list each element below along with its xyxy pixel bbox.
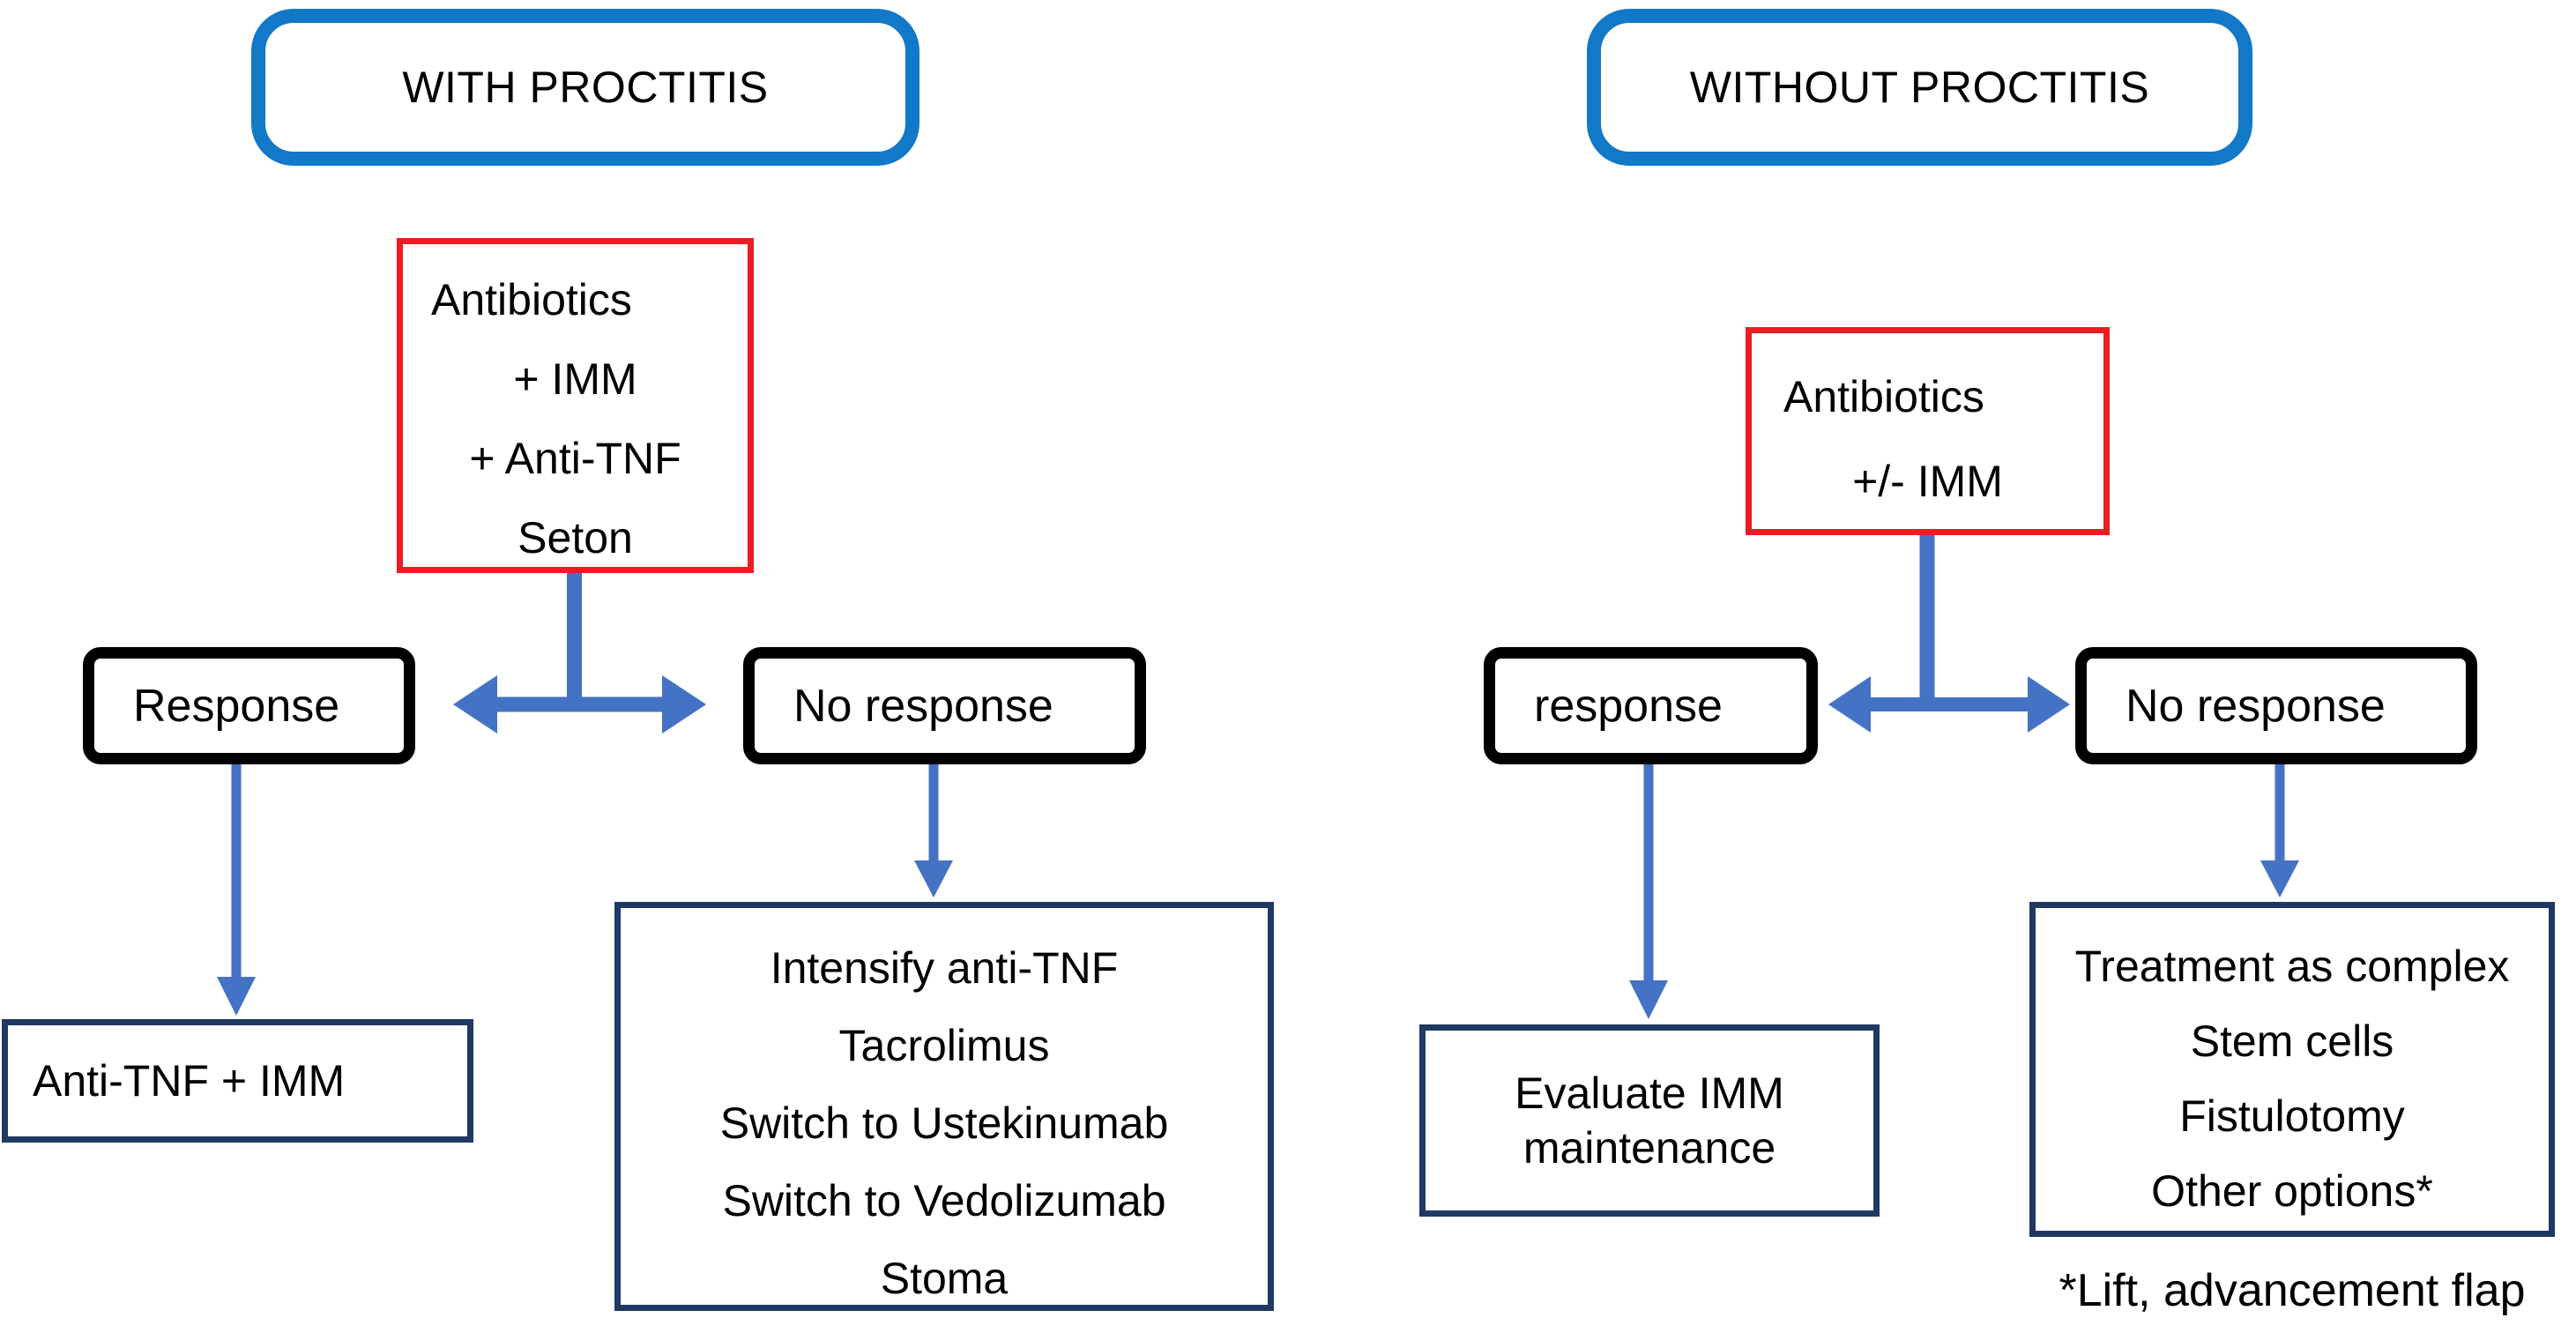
right-response-down-arrow (1629, 762, 1668, 1019)
left-no-response-box: No response (743, 647, 1146, 764)
outcome-line: Anti-TNF + IMM (33, 1056, 346, 1106)
right-no-response-label: No response (2126, 680, 2386, 732)
without-proctitis-header-label: WITHOUT PROCTITIS (1689, 63, 2150, 112)
outcome-line: Tacrolimus (838, 1021, 1050, 1070)
right-branch-split-arrow (1828, 532, 2070, 733)
left-response-down-arrow (217, 762, 256, 1016)
without-proctitis-header: WITHOUT PROCTITIS (1587, 9, 2252, 166)
right-no-response-box: No response (2075, 647, 2477, 764)
right-no-response-down-arrow (2260, 762, 2299, 897)
left-no-response-label: No response (793, 680, 1053, 732)
outcome-line: Evaluate IMM (1515, 1069, 1784, 1118)
left-branch-split-arrow (453, 570, 706, 734)
treatment-line: + IMM (513, 354, 637, 404)
right-response-label: response (1534, 680, 1723, 732)
treatment-line: Antibiotics (1783, 372, 1984, 421)
outcome-line: Intensify anti-TNF (770, 943, 1119, 993)
treatment-line: Antibiotics (431, 275, 632, 324)
left-response-outcome-box: Anti-TNF + IMM (2, 1019, 473, 1143)
with-proctitis-header-label: WITH PROCTITIS (402, 63, 769, 112)
footnote: *Lift, advancement flap (2059, 1265, 2526, 1316)
treatment-line: +/- IMM (1852, 457, 2003, 506)
outcome-line: Stem cells (2190, 1017, 2394, 1066)
outcome-line: Switch to Ustekinumab (719, 1098, 1169, 1148)
outcome-line: maintenance (1523, 1123, 1776, 1173)
with-proctitis-header: WITH PROCTITIS (251, 9, 919, 166)
right-response-outcome-box: Evaluate IMM maintenance (1419, 1024, 1880, 1217)
right-response-box: response (1484, 647, 1818, 764)
treatment-line: + Anti-TNF (469, 434, 681, 483)
outcome-line: Other options* (2151, 1166, 2433, 1216)
outcome-line: Fistulotomy (2179, 1091, 2405, 1141)
treatment-line: Seton (517, 513, 633, 562)
right-initial-treatment-box: Antibiotics +/- IMM (1746, 327, 2110, 535)
outcome-line: Treatment as complex (2074, 942, 2510, 991)
left-initial-treatment-box: Antibiotics + IMM + Anti-TNF Seton (397, 238, 754, 573)
left-response-box: Response (83, 647, 415, 764)
outcome-line: Switch to Vedolizumab (722, 1176, 1166, 1225)
outcome-line: Stoma (880, 1254, 1009, 1303)
left-response-label: Response (133, 680, 340, 732)
left-no-response-down-arrow (914, 762, 953, 897)
right-no-response-outcome-box: Treatment as complex Stem cells Fistulot… (2029, 902, 2555, 1237)
left-no-response-outcome-box: Intensify anti-TNF Tacrolimus Switch to … (614, 902, 1274, 1311)
